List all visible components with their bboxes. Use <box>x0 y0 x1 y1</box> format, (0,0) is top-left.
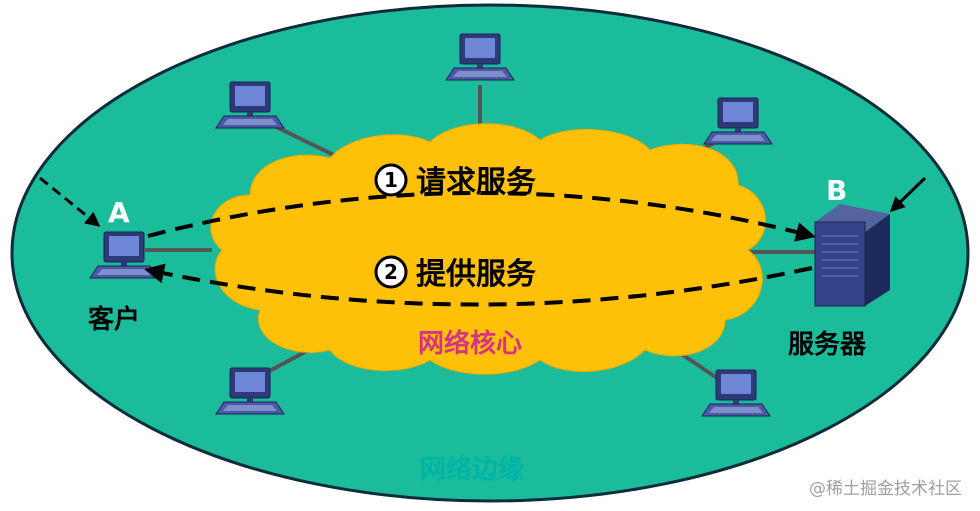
server-pointer-arrow <box>889 176 927 213</box>
server-tower-icon <box>814 204 890 307</box>
request-number-badge <box>374 163 408 197</box>
client-pointer-arrow <box>39 176 101 227</box>
client-name: 客户 <box>88 304 140 335</box>
response-label: 提供服务 <box>416 257 536 292</box>
watermark: @稀土掘金技术社区 <box>809 479 962 499</box>
core-label: 网络核心 <box>418 328 522 359</box>
server-letter: B <box>826 174 847 207</box>
request-arrow <box>147 191 816 242</box>
client-letter: A <box>108 196 130 229</box>
request-number: 1 <box>384 168 398 192</box>
request-label: 请求服务 <box>416 165 536 200</box>
edge-label: 网络边缘 <box>420 454 524 485</box>
response-number-badge <box>374 255 408 289</box>
network-core-cloud <box>210 123 766 375</box>
response-arrow <box>144 263 813 307</box>
server-name: 服务器 <box>788 330 867 360</box>
response-number: 2 <box>384 260 398 284</box>
